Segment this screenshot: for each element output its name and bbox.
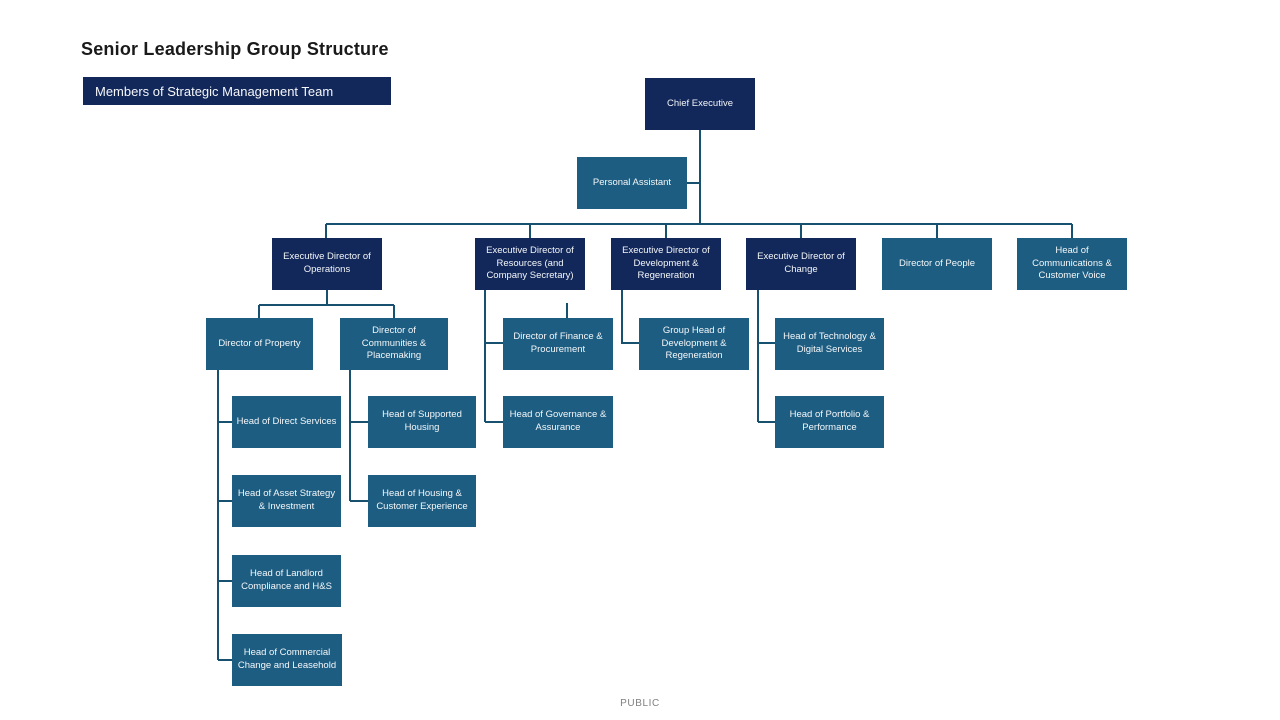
legend-smt: Members of Strategic Management Team (83, 77, 391, 105)
org-node-director-of-people: Director of People (882, 238, 992, 290)
org-node-head-portfolio-performance: Head of Portfolio & Performance (775, 396, 884, 448)
org-node-head-technology-digital: Head of Technology & Digital Services (775, 318, 884, 370)
page-title: Senior Leadership Group Structure (81, 39, 389, 59)
org-node-director-of-property: Director of Property (206, 318, 313, 370)
org-node-exec-director-operations: Executive Director of Operations (272, 238, 382, 290)
org-node-group-head-development-regeneration: Group Head of Development & Regeneration (639, 318, 749, 370)
org-node-head-governance-assurance: Head of Governance & Assurance (503, 396, 613, 448)
connector-change-branch (757, 290, 775, 423)
org-node-head-supported-housing: Head of Supported Housing (368, 396, 476, 448)
org-node-head-landlord-compliance-hs: Head of Landlord Compliance and H&S (232, 555, 341, 607)
connector-resources-branch (484, 290, 568, 423)
connector-operations-branch (258, 290, 395, 318)
connector-communities-branch (349, 369, 368, 502)
org-node-head-asset-strategy-investment: Head of Asset Strategy & Investment (232, 475, 341, 527)
org-node-head-housing-customer-experience: Head of Housing & Customer Experience (368, 475, 476, 527)
legend-smt-label: Members of Strategic Management Team (95, 83, 334, 99)
org-node-personal-assistant: Personal Assistant (577, 157, 687, 209)
org-node-head-communications-customer-voice: Head of Communications & Customer Voice (1017, 238, 1127, 290)
public-classification-label: PUBLIC (620, 698, 660, 709)
connector-top-level (325, 130, 1073, 238)
org-node-exec-director-development: Executive Director of Development & Rege… (611, 238, 721, 290)
org-node-exec-director-change: Executive Director of Change (746, 238, 856, 290)
org-node-director-communities-placemaking: Director of Communities & Placemaking (340, 318, 448, 370)
org-node-chief-executive: Chief Executive (645, 78, 755, 130)
org-node-head-direct-services: Head of Direct Services (232, 396, 341, 448)
org-node-head-commercial-change-leasehold: Head of Commercial Change and Leasehold (232, 634, 342, 686)
connector-property-branch (217, 369, 232, 661)
org-node-director-finance-procurement: Director of Finance & Procurement (503, 318, 613, 370)
connector-development-branch (621, 290, 639, 344)
org-node-exec-director-resources: Executive Director of Resources (and Com… (475, 238, 585, 290)
